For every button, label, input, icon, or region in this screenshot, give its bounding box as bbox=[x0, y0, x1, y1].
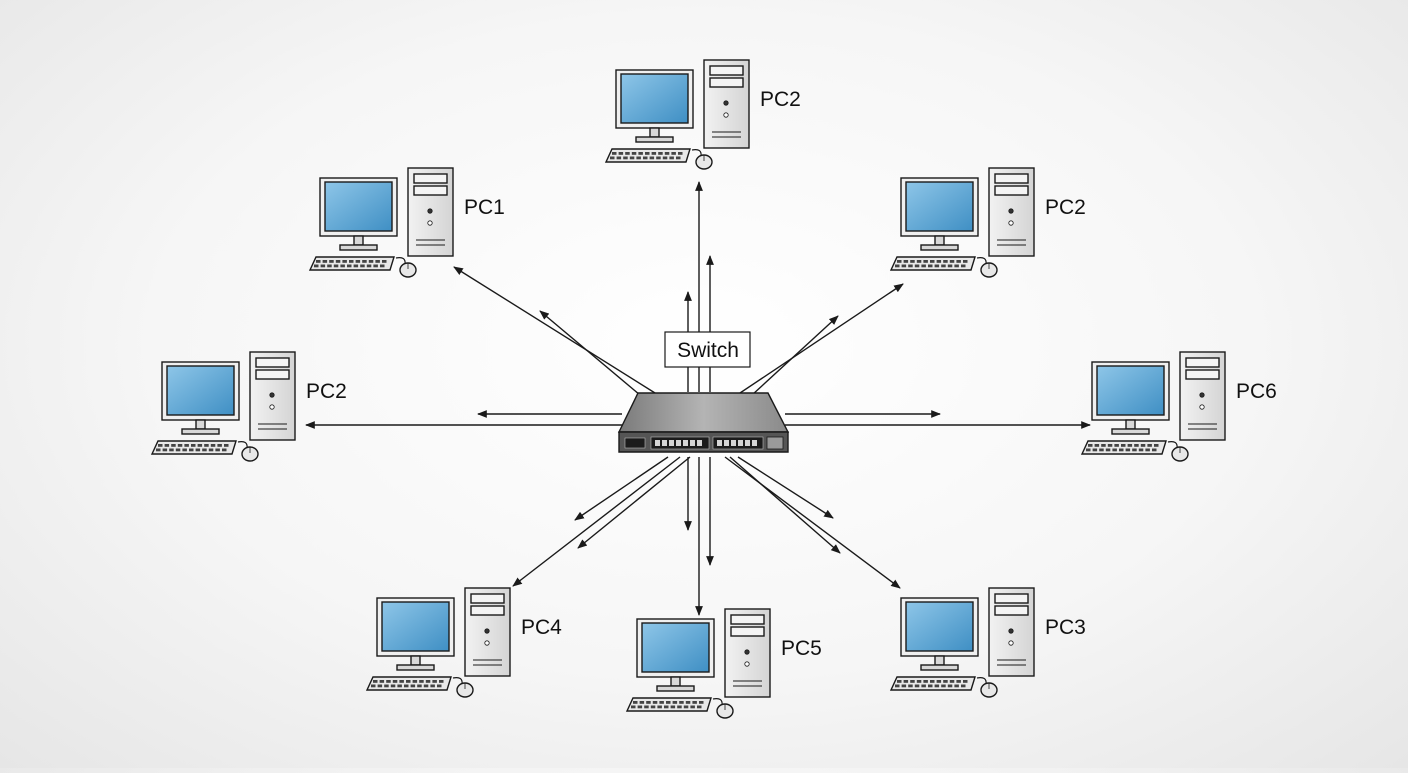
keyboard-icon bbox=[889, 256, 976, 271]
keyboard-icon bbox=[1080, 440, 1167, 455]
switch-uplink-port bbox=[766, 436, 784, 450]
monitor-icon bbox=[1091, 361, 1170, 435]
connection-arrow bbox=[574, 456, 669, 521]
mouse-icon bbox=[712, 698, 734, 719]
keyboard-icon bbox=[625, 697, 712, 712]
keyboard-icon bbox=[889, 676, 976, 691]
computer-bottom: PC5 bbox=[625, 608, 822, 719]
computer-lower-left: PC4 bbox=[365, 587, 562, 698]
computer-upper-left: PC1 bbox=[308, 167, 505, 278]
computer-right: PC6 bbox=[1080, 351, 1277, 462]
keyboard-icon bbox=[308, 256, 395, 271]
pc-label: PC2 bbox=[1045, 196, 1086, 219]
switch-top-face bbox=[617, 392, 790, 433]
pc-label: PC4 bbox=[521, 616, 562, 639]
switch-ports bbox=[655, 440, 757, 446]
monitor-icon bbox=[319, 177, 398, 251]
tower-icon bbox=[407, 167, 454, 257]
computer-lower-right: PC3 bbox=[889, 587, 1086, 698]
connection-arrow bbox=[739, 283, 904, 394]
mouse-icon bbox=[976, 677, 998, 698]
pc-label: PC1 bbox=[464, 196, 505, 219]
connection-arrow bbox=[737, 456, 834, 519]
tower-icon bbox=[1179, 351, 1226, 441]
tower-icon bbox=[724, 608, 771, 698]
monitor-icon bbox=[636, 618, 715, 692]
mouse-icon bbox=[976, 257, 998, 278]
monitor-icon bbox=[615, 69, 694, 143]
keyboard-icon bbox=[365, 676, 452, 691]
connection-arrow bbox=[751, 315, 839, 396]
pc-label: PC2 bbox=[306, 380, 347, 403]
pc-label: PC5 bbox=[781, 637, 822, 660]
connection-arrow bbox=[724, 456, 901, 589]
pc-label: PC2 bbox=[760, 88, 801, 111]
computer-top: PC2 bbox=[604, 59, 801, 170]
mouse-icon bbox=[395, 257, 417, 278]
keyboard-icon bbox=[150, 440, 237, 455]
switch-label: Switch bbox=[677, 339, 739, 362]
mouse-icon bbox=[237, 441, 259, 462]
monitor-icon bbox=[900, 597, 979, 671]
tower-icon bbox=[249, 351, 296, 441]
network-switch bbox=[617, 392, 790, 453]
computer-left: PC2 bbox=[150, 351, 347, 462]
monitor-icon bbox=[376, 597, 455, 671]
mouse-icon bbox=[691, 149, 713, 170]
pc-label: PC3 bbox=[1045, 616, 1086, 639]
computer-upper-right: PC2 bbox=[889, 167, 1086, 278]
connection-arrow bbox=[512, 456, 681, 587]
mouse-icon bbox=[1167, 441, 1189, 462]
connection-lines bbox=[305, 181, 1091, 616]
tower-icon bbox=[464, 587, 511, 677]
connection-arrow bbox=[453, 266, 656, 394]
monitor-icon bbox=[900, 177, 979, 251]
tower-icon bbox=[703, 59, 750, 149]
connection-arrow bbox=[577, 456, 691, 549]
tower-icon bbox=[988, 167, 1035, 257]
connection-arrow bbox=[539, 310, 641, 396]
mouse-icon bbox=[452, 677, 474, 698]
monitor-icon bbox=[161, 361, 240, 435]
keyboard-icon bbox=[604, 148, 691, 163]
switch-label-box: Switch bbox=[664, 331, 751, 368]
tower-icon bbox=[988, 587, 1035, 677]
connection-arrow bbox=[729, 456, 841, 554]
pc-label: PC6 bbox=[1236, 380, 1277, 403]
